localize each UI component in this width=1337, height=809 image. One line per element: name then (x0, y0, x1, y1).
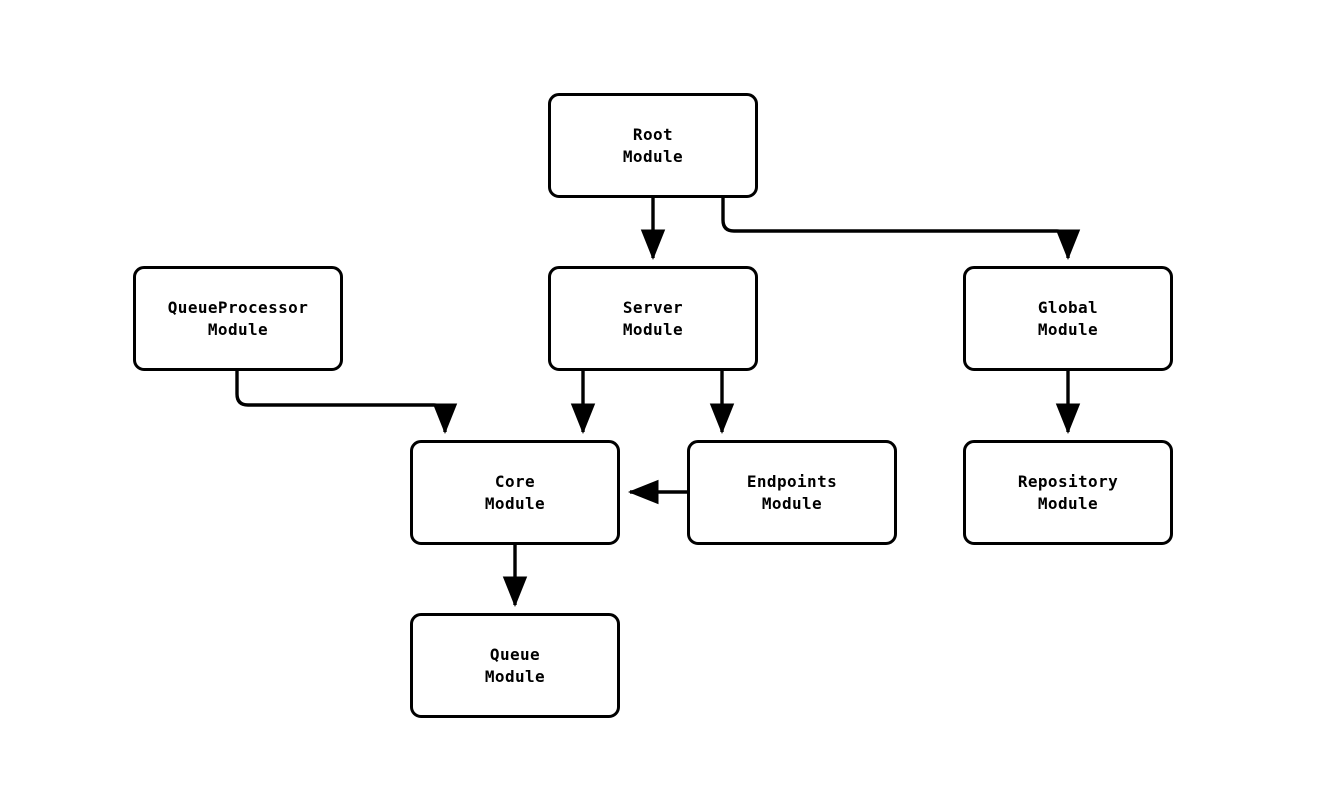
node-server-subtitle: Module (622, 319, 684, 339)
edge-root-to-global (721, 198, 1081, 261)
node-root-subtitle: Module (622, 146, 684, 166)
node-repository-title: Repository (1017, 471, 1119, 491)
node-endpoints-subtitle: Module (761, 493, 823, 513)
node-core-title: Core (494, 471, 536, 491)
node-queueprocessor-title: QueueProcessor (167, 297, 309, 317)
node-queue-title: Queue (489, 644, 541, 664)
node-repository-subtitle: Module (1037, 493, 1099, 513)
edge-queueprocessor-to-core (235, 371, 458, 435)
node-global-title: Global (1037, 297, 1099, 317)
node-root-title: Root (632, 124, 674, 144)
node-endpoints-title: Endpoints (746, 471, 838, 491)
node-global-subtitle: Module (1037, 319, 1099, 339)
node-core-subtitle: Module (484, 493, 546, 513)
node-queueprocessor-subtitle: Module (207, 319, 269, 339)
node-server-title: Server (622, 297, 684, 317)
edges-group (235, 198, 1081, 608)
node-queue-subtitle: Module (484, 666, 546, 686)
